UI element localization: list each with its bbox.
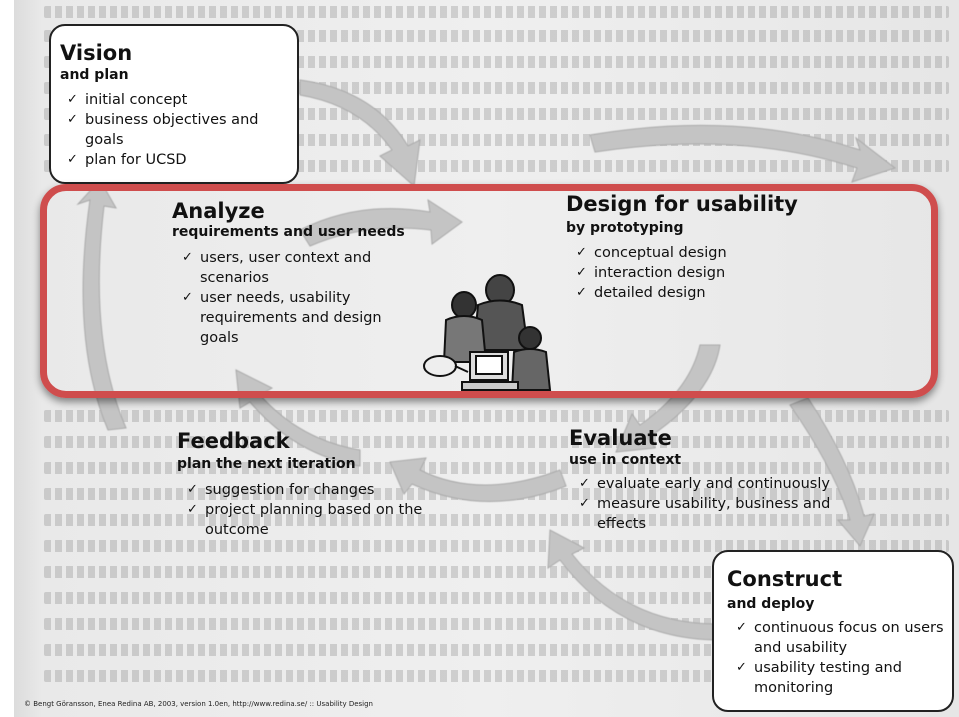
evaluate-item: measure usability, business and effects bbox=[579, 494, 834, 534]
evaluate-item: evaluate early and continuously bbox=[579, 474, 834, 494]
vision-box: Vision and plan initial concept business… bbox=[49, 24, 299, 184]
analyze-item: users, user context and scenarios bbox=[182, 248, 412, 288]
feedback-item: suggestion for changes bbox=[187, 480, 427, 500]
analyze-item: user needs, usability requirements and d… bbox=[182, 288, 412, 348]
cycle-arrow-center-bottom bbox=[389, 457, 567, 502]
people-at-computer-illustration bbox=[423, 274, 552, 391]
vision-title: Vision bbox=[60, 41, 133, 65]
vision-item: plan for UCSD bbox=[67, 150, 272, 170]
vision-subtitle: and plan bbox=[60, 67, 129, 83]
evaluate-list: evaluate early and continuously measure … bbox=[579, 474, 834, 534]
analyze-list: users, user context and scenarios user n… bbox=[182, 248, 412, 348]
highlight-rectangle bbox=[40, 184, 938, 398]
feedback-title: Feedback bbox=[177, 429, 290, 453]
evaluate-title: Evaluate bbox=[569, 426, 672, 450]
cycle-arrow-center-left bbox=[235, 369, 361, 467]
vision-item: business objectives and goals bbox=[67, 110, 272, 150]
analyze-subtitle: requirements and user needs bbox=[172, 224, 405, 240]
cycle-arrow-bottom-right bbox=[789, 397, 875, 547]
feedback-list: suggestion for changes project planning … bbox=[187, 480, 427, 540]
construct-title: Construct bbox=[727, 567, 843, 591]
cycle-arrow-bottom bbox=[547, 529, 721, 641]
construct-box: Construct and deploy continuous focus on… bbox=[712, 550, 954, 712]
design-item: interaction design bbox=[576, 263, 776, 283]
design-title: Design for usability bbox=[566, 192, 798, 216]
cycle-arrow-center-right bbox=[615, 344, 721, 453]
feedback-item: project planning based on the outcome bbox=[187, 500, 427, 540]
construct-item: continuous focus on users and usability bbox=[736, 618, 946, 658]
cycle-arrow-right-top bbox=[589, 124, 897, 183]
design-item: detailed design bbox=[576, 283, 776, 303]
copyright-text: © Bengt Göransson, Enea Redina AB, 2003,… bbox=[24, 700, 373, 708]
cycle-arrow-center-top bbox=[299, 198, 463, 247]
vision-item: initial concept bbox=[67, 90, 272, 110]
vision-list: initial concept business objectives and … bbox=[67, 90, 272, 170]
feedback-subtitle: plan the next iteration bbox=[177, 456, 356, 472]
cycle-arrow-left bbox=[76, 179, 127, 431]
cycle-arrow-top bbox=[299, 79, 421, 187]
evaluate-subtitle: use in context bbox=[569, 452, 682, 468]
construct-item: usability testing and monitoring bbox=[736, 658, 946, 698]
design-subtitle: by prototyping bbox=[566, 220, 684, 236]
design-item: conceptual design bbox=[576, 243, 776, 263]
analyze-title: Analyze bbox=[172, 199, 265, 223]
construct-list: continuous focus on users and usability … bbox=[736, 618, 946, 698]
design-list: conceptual design interaction design det… bbox=[576, 243, 776, 303]
construct-subtitle: and deploy bbox=[727, 596, 815, 612]
